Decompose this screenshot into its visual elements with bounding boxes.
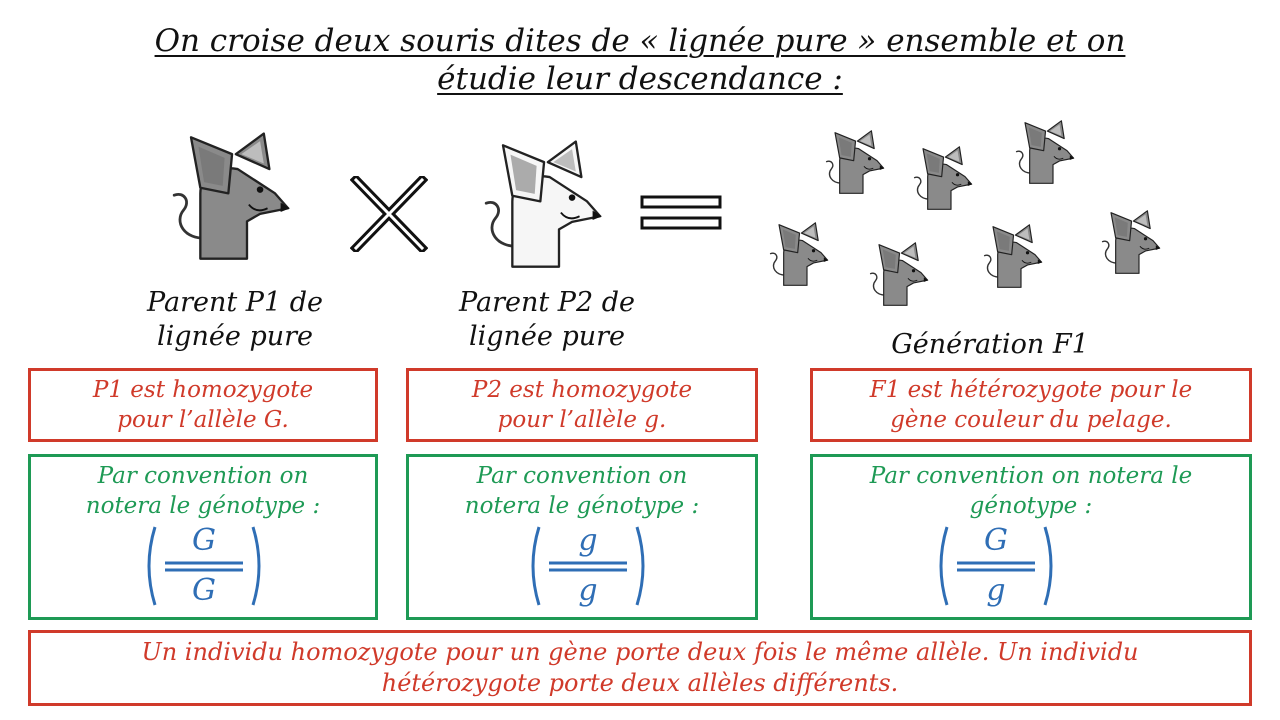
allele-top: g	[578, 523, 598, 558]
title-line-1: On croise deux souris dites de « lignée …	[154, 23, 1126, 59]
f1-mouse-icon	[913, 146, 974, 211]
f1-caption: Génération F1	[891, 329, 1089, 360]
allele-top: G	[984, 523, 1008, 558]
f1-genotype: G g	[931, 523, 1061, 609]
f1-status-box: F1 est hétérozygote pour le gène couleur…	[810, 368, 1252, 442]
p2-genotype: g g	[523, 523, 653, 609]
cross-icon	[350, 176, 428, 252]
allele-top: G	[192, 523, 216, 558]
p1-status-box: P1 est homozygote pour l’allèle G.	[28, 368, 378, 442]
equals-icon	[640, 195, 722, 230]
p1-genotype: G G	[139, 523, 269, 609]
definition-box: Un individu homozygote pour un gène port…	[28, 630, 1252, 706]
f1-convention-box: Par convention on notera le génotype : G…	[810, 454, 1252, 620]
f1-mouse-icon	[983, 224, 1044, 289]
genotype-bracket-icon	[147, 526, 261, 606]
allele-bottom: G	[192, 573, 216, 608]
f1-mouse-icon	[1015, 120, 1076, 185]
allele-bottom: g	[578, 573, 598, 608]
parent-p2-caption: Parent P2 de lignée pure	[459, 287, 635, 352]
f1-mouse-icon	[869, 242, 930, 307]
p2-convention-box: Par convention on notera le génotype : g…	[406, 454, 758, 620]
title-line-2: étudie leur descendance :	[437, 61, 843, 97]
parent-p1-mouse-icon	[172, 132, 292, 261]
f1-mouse-icon	[1101, 210, 1162, 275]
p2-status-box: P2 est homozygote pour l’allèle g.	[406, 368, 758, 442]
page-title: On croise deux souris dites de « lignée …	[0, 22, 1280, 98]
parent-p2-mouse-icon	[484, 140, 604, 269]
f1-mouse-icon	[769, 222, 830, 287]
p1-convention-box: Par convention on notera le génotype : G…	[28, 454, 378, 620]
f1-mouse-icon	[825, 130, 886, 195]
allele-bottom: g	[986, 573, 1006, 608]
genotype-bracket-icon	[531, 526, 645, 606]
parent-p1-caption: Parent P1 de lignée pure	[147, 287, 323, 352]
genotype-bracket-icon	[939, 526, 1053, 606]
